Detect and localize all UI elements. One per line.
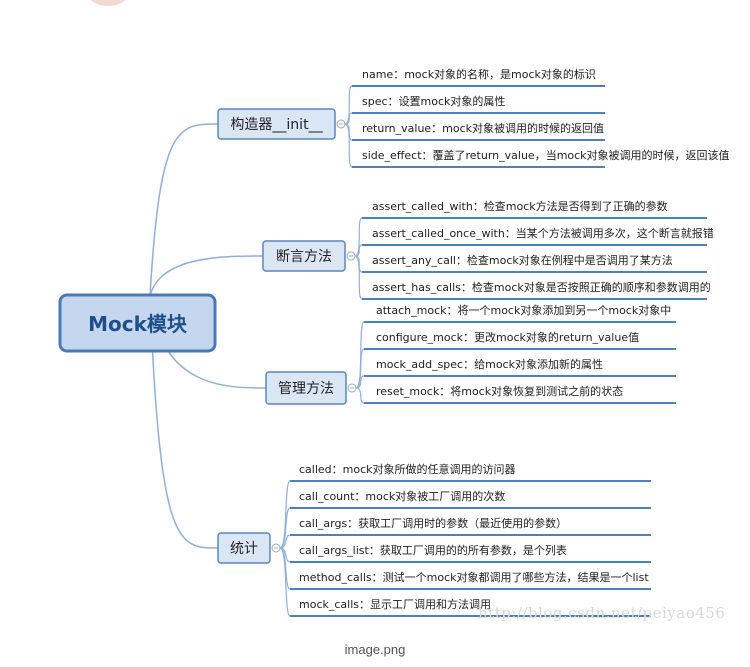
root-node: Mock模块 (60, 295, 215, 351)
leaf-item: configure_mock：更改mock对象的return_value值 (364, 330, 676, 349)
leaf-connector (356, 388, 364, 403)
leaf-item: side_effect：覆盖了return_value，当mock对象被调用的时… (352, 148, 730, 167)
mind-map: Mock模块 构造器__init__ name：mock对象的名称，是mock对象的… (0, 0, 750, 640)
leaf-item: spec：设置mock对象的属性 (352, 94, 605, 113)
branch-4: 统计 called：mock对象所做的任意调用的访问器 call_count：moc… (218, 462, 651, 616)
leaf-label: reset_mock：将mock对象恢复到测试之前的状态 (376, 384, 623, 398)
leaf-label: mock_calls：显示工厂调用和方法调用 (299, 597, 491, 611)
leaf-item: call_args_list：获取工厂调用的的所有参数，是个列表 (290, 543, 651, 562)
branch-label: 管理方法 (278, 381, 334, 397)
leaf-label: assert_called_with：检查mock方法是否得到了正确的参数 (372, 199, 668, 213)
leaf-label: name：mock对象的名称，是mock对象的标识 (362, 67, 596, 81)
leaf-label: attach_mock：将一个mock对象添加到另一个mock对象中 (376, 303, 671, 317)
leaf-connector (355, 218, 362, 256)
image-caption: image.png (0, 642, 750, 657)
collapse-toggle-icon[interactable] (348, 384, 356, 392)
leaf-item: reset_mock：将mock对象恢复到测试之前的状态 (364, 384, 676, 403)
leaf-label: spec：设置mock对象的属性 (362, 94, 505, 108)
leaf-label: call_args：获取工厂调用时的参数（最近使用的参数） (299, 516, 567, 530)
mind-map-nodes: Mock模块 构造器__init__ name：mock对象的名称，是mock对象的… (60, 67, 730, 616)
branch-1: 构造器__init__ name：mock对象的名称，是mock对象的标识 spec… (218, 67, 730, 167)
leaf-label: call_args_list：获取工厂调用的的所有参数，是个列表 (299, 543, 567, 557)
leaf-item: assert_called_once_with：当某个方法被调用多次，这个断言就… (362, 226, 714, 245)
watermark-text: http://blog.csdn.net/peiyao456 (478, 604, 725, 622)
branch-3: 管理方法 attach_mock：将一个mock对象添加到另一个mock对象中co… (266, 303, 676, 404)
branch-label: 断言方法 (276, 249, 332, 265)
leaf-item: attach_mock：将一个mock对象添加到另一个mock对象中 (364, 303, 676, 322)
branch-connector (150, 256, 263, 296)
leaf-label: return_value：mock对象被调用的时候的返回值 (362, 121, 604, 135)
leaf-item: called：mock对象所做的任意调用的访问器 (290, 462, 651, 481)
branch-connector (150, 124, 218, 296)
branch-label: 统计 (230, 541, 258, 557)
leaf-item: call_args：获取工厂调用时的参数（最近使用的参数） (290, 516, 651, 535)
leaf-label: side_effect：覆盖了return_value，当mock对象被调用的时… (362, 148, 730, 162)
leaf-item: assert_any_call：检查mock对象在例程中是否调用了某方法 (362, 253, 707, 272)
leaf-item: call_count：mock对象被工厂调用的次数 (290, 489, 651, 508)
branch-label: 构造器__init__ (230, 117, 323, 133)
leaf-item: return_value：mock对象被调用的时候的返回值 (352, 121, 605, 140)
collapse-toggle-icon[interactable] (272, 544, 280, 552)
leaf-connector (345, 124, 352, 167)
leaf-item: assert_called_with：检查mock方法是否得到了正确的参数 (362, 199, 707, 218)
leaf-label: called：mock对象所做的任意调用的访问器 (299, 462, 516, 476)
leaf-item: assert_has_calls：检查mock对象是否按照正确的顺序和参数调用的 (362, 280, 711, 299)
collapse-toggle-icon[interactable] (337, 120, 345, 128)
leaf-label: assert_has_calls：检查mock对象是否按照正确的顺序和参数调用的 (372, 280, 711, 294)
leaf-label: mock_add_spec：给mock对象添加新的属性 (376, 357, 603, 371)
leaf-connector (355, 256, 362, 299)
collapse-toggle-icon[interactable] (347, 252, 355, 260)
root-node-label: Mock模块 (88, 312, 188, 336)
leaf-connector (345, 86, 352, 124)
leaf-item: name：mock对象的名称，是mock对象的标识 (352, 67, 605, 86)
leaf-label: configure_mock：更改mock对象的return_value值 (376, 330, 639, 344)
leaf-label: assert_any_call：检查mock对象在例程中是否调用了某方法 (372, 253, 673, 267)
leaf-label: method_calls：测试一个mock对象都调用了哪些方法，结果是一个lis… (299, 570, 649, 584)
leaf-item: method_calls：测试一个mock对象都调用了哪些方法，结果是一个lis… (290, 570, 651, 589)
leaf-item: mock_add_spec：给mock对象添加新的属性 (364, 357, 676, 376)
leaf-label: call_count：mock对象被工厂调用的次数 (299, 489, 505, 503)
leaf-label: assert_called_once_with：当某个方法被调用多次，这个断言就… (372, 226, 714, 240)
branch-2: 断言方法 assert_called_with：检查mock方法是否得到了正确的参… (263, 199, 714, 299)
